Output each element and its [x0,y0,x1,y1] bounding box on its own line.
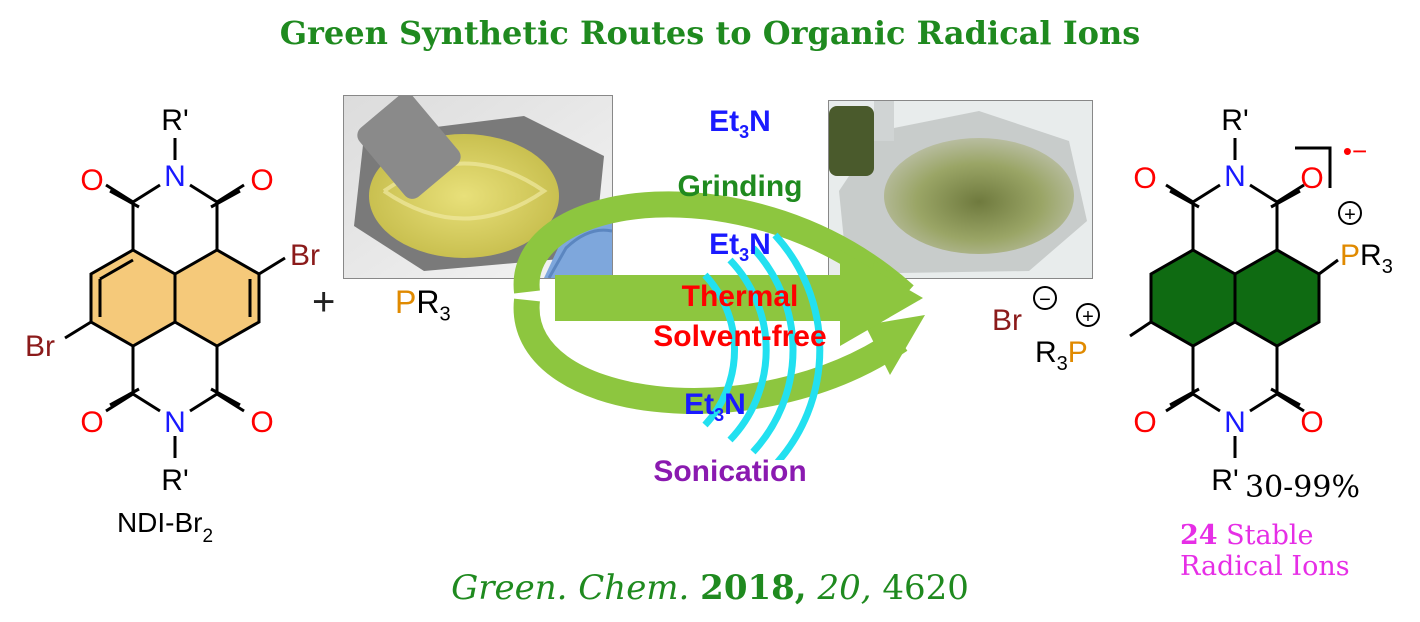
counter-ion-charge: − [1039,289,1051,311]
page-title: Green Synthetic Routes to Organic Radica… [279,14,1141,52]
product-o-3: O [1133,406,1156,439]
product-r3p-left: R3P [1035,336,1088,375]
phosphonium-charge-right-circle [1338,201,1362,225]
reactant-n-bottom: N [164,406,186,439]
product-n-bottom: N [1224,406,1246,439]
phosphonium-charge-left: + [1082,306,1094,328]
reaction-arrows [513,191,925,460]
counter-ion-charge-circle [1033,286,1057,310]
straight-arrow-shaft [555,275,840,321]
product-r-top: R' [1221,104,1248,137]
reactant-o-3: O [80,406,103,439]
product-n-top: N [1224,160,1246,193]
phosphonium-charge-right: + [1344,204,1356,226]
product-pr3-right: PR3 [1340,239,1393,278]
phosphonium-charge-left-circle [1076,303,1100,327]
reactant-bonds [64,138,286,458]
product-o-4: O [1300,406,1323,439]
sound-wave-4 [772,232,824,460]
plus-sign: + [312,280,336,324]
yield-range: 30-99% [1245,470,1360,505]
reactant-r-top: R' [161,104,188,137]
straight-arrow-head [840,250,923,346]
grinding-photo-before [343,95,613,279]
grinding-photo-after [828,100,1093,279]
reagent-pr3: PR3 [395,284,451,326]
product-core-fill [1151,250,1319,346]
stable-radical-ions-label: 24 Stable Radical Ions [1180,520,1350,582]
reactant-ndi-br2: R' N O O Br Br O O N R' NDI-Br2 [25,104,320,547]
base-et3n-1: Et3N [709,105,771,142]
reactant-br-left: Br [25,330,55,363]
reactant-o-2: O [250,164,273,197]
counter-ion-br: Br [992,304,1022,337]
product-o-2: O [1300,162,1323,195]
sound-wave-3 [750,245,797,455]
journal-citation: Green. Chem. 2018, 20, 4620 [451,568,969,608]
method-thermal: Thermal [681,280,799,313]
method-sonication: Sonication [653,455,807,488]
method-grinding: Grinding [677,170,803,203]
reactant-label: NDI-Br2 [117,507,213,547]
reactant-r-bottom: R' [161,464,188,497]
reactant-o-1: O [80,164,103,197]
product-radical-ion: R' N O O •− + PR3 + R3P Br − O O N R' [992,104,1393,497]
radical-anion-charge: •− [1343,136,1367,166]
sound-wave-1 [702,272,738,428]
reactant-br-right: Br [290,239,320,272]
product-r-bottom: R' [1211,464,1238,497]
lower-curved-arrow [513,298,908,414]
base-et3n-2: Et3N [709,228,771,265]
reactant-o-4: O [250,406,273,439]
reactant-n-top: N [164,160,186,193]
reactant-core-fill [91,250,259,346]
base-et3n-3: Et3N [684,388,746,425]
sound-wave-2 [727,257,770,443]
product-bonds [1129,138,1339,458]
product-o-1: O [1133,162,1156,195]
method-solvent-free: Solvent-free [653,320,827,353]
upper-curved-arrow [513,191,914,305]
